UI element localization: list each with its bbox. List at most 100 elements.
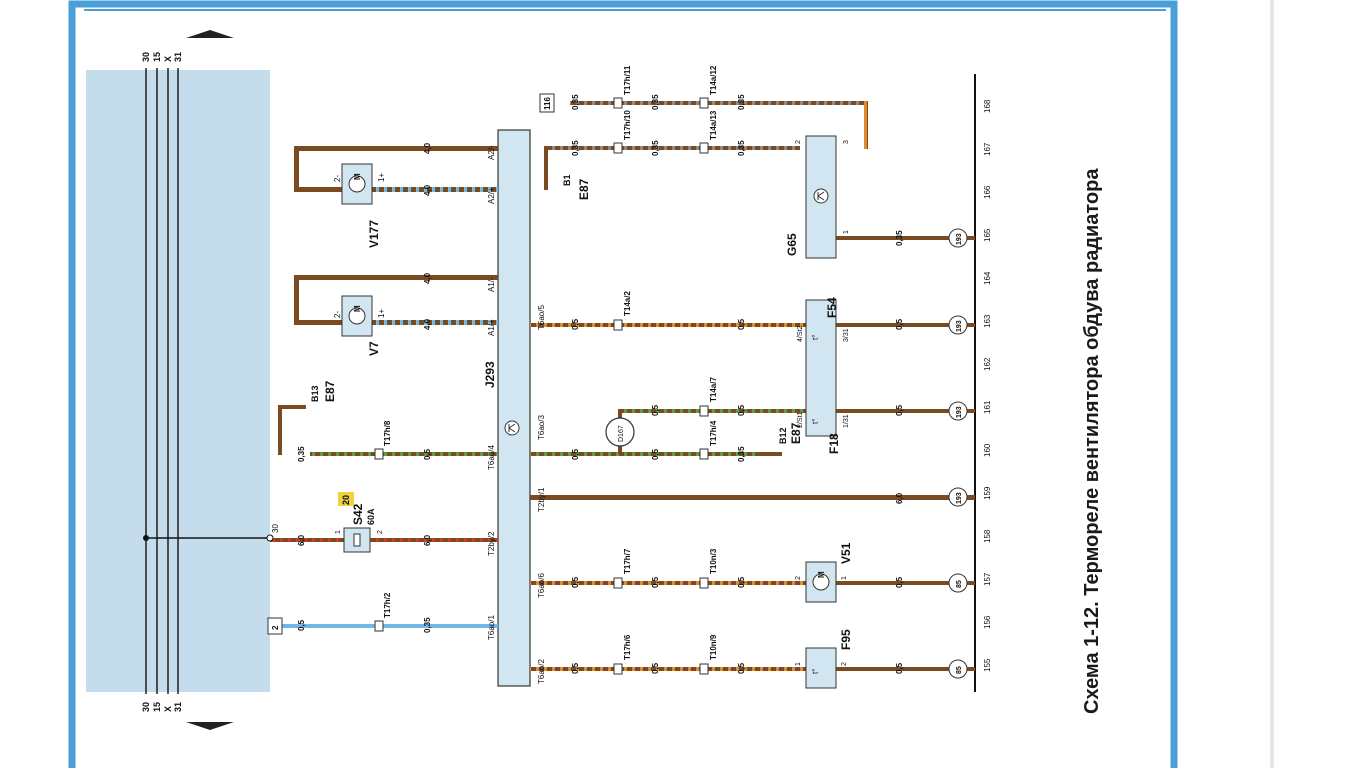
switch-f95-glyph: t° bbox=[811, 669, 820, 674]
wire-size-157-d: 0,5 bbox=[895, 576, 904, 588]
conn-t17h8-label: T17h/8 bbox=[383, 420, 392, 446]
j293-label: J293 bbox=[483, 361, 497, 388]
j293-pin-t2by2: T2by/2 bbox=[487, 531, 496, 556]
conn-t14a12 bbox=[699, 97, 709, 109]
ref-circle-193-a bbox=[948, 487, 968, 507]
ref-circle-193-d-label: 193 bbox=[956, 233, 963, 245]
j293-module bbox=[497, 129, 531, 687]
thermo-switch-f18-f54 bbox=[805, 299, 837, 437]
motor-v177-icon bbox=[348, 175, 366, 193]
connector-d167-label: D167 bbox=[618, 425, 625, 442]
wire-size-164: 4,0 bbox=[423, 272, 432, 284]
fuse-badge bbox=[338, 492, 354, 506]
wire-size-165-b: 0,35 bbox=[895, 230, 904, 246]
wire-size-161-a: 0,5 bbox=[651, 404, 660, 416]
bus-label-bottom-15: 15 bbox=[152, 702, 162, 712]
ref-circle-193-c-label: 193 bbox=[956, 320, 963, 332]
wire-size-158-b: 6,0 bbox=[423, 534, 432, 546]
ref-box-116 bbox=[539, 93, 555, 113]
ref-circle-193-b bbox=[948, 401, 968, 421]
j293-pin-t6ao5: T6ao/5 bbox=[537, 305, 546, 330]
wire-size-157-b: 0,5 bbox=[651, 576, 660, 588]
wire-b13-link bbox=[278, 405, 282, 455]
conn-t17h6-label: T17h/6 bbox=[623, 634, 632, 660]
diagram-caption: Схема 1-12. Термореле вентилятора обдува… bbox=[1081, 168, 1103, 714]
wire-v7-pos bbox=[372, 320, 498, 325]
bus-label-top-31: 31 bbox=[173, 52, 183, 62]
j293-pin-a2-pos: A2/+ bbox=[487, 187, 496, 204]
bus-30-tap-node bbox=[266, 534, 274, 542]
wire-163-out bbox=[530, 323, 810, 327]
wire-size-155-d: 0,5 bbox=[895, 662, 904, 674]
motor-v177-glyph: M bbox=[353, 173, 362, 180]
wire-158-feed bbox=[270, 538, 498, 542]
thermo-switch-f18-pin-b: 1/31 bbox=[843, 414, 850, 428]
ground-point-157: 157 bbox=[983, 572, 992, 586]
sensor-g65-label: G65 bbox=[785, 233, 799, 256]
bus-label-bottom-30: 30 bbox=[141, 702, 151, 712]
conn-t17h11 bbox=[613, 97, 623, 109]
motor-v51-pin-b: 1 bbox=[841, 576, 848, 580]
wire-163-gnd bbox=[836, 323, 975, 327]
wire-b12-link bbox=[760, 452, 782, 456]
ref-circle-193-d bbox=[948, 228, 968, 248]
wire-size-157-a: 0,5 bbox=[571, 576, 580, 588]
conn-t17h6 bbox=[613, 663, 623, 675]
motor-v7-label: V7 bbox=[367, 341, 381, 356]
fuse-name: S42 bbox=[351, 503, 365, 525]
wire-size-168-c: 0,35 bbox=[737, 94, 746, 110]
motor-v51-icon bbox=[812, 573, 830, 591]
conn-t14a13-label: T14a/13 bbox=[709, 110, 718, 140]
ground-point-164: 164 bbox=[983, 271, 992, 285]
switch-f95-pin-a: 1 bbox=[795, 662, 802, 666]
motor-v51-pin-a: 2 bbox=[795, 576, 802, 580]
wire-v177-loop-v bbox=[294, 146, 299, 192]
conn-t17h7-label: T17h/7 bbox=[623, 548, 632, 574]
j293-pin-t6ao2: T6ao/2 bbox=[537, 659, 546, 684]
e87-b12-point: B12 bbox=[778, 427, 788, 444]
wire-v177-pos bbox=[372, 187, 498, 192]
sensor-g65-icon-glyph bbox=[817, 191, 825, 201]
thermo-switch-f18-glyph: t° bbox=[811, 419, 820, 424]
wire-156-in bbox=[275, 624, 498, 628]
conn-t14a12-label: T14a/12 bbox=[709, 65, 718, 95]
ground-point-158: 158 bbox=[983, 529, 992, 543]
conn-t17h11-label: T17h/11 bbox=[623, 65, 632, 95]
bus-label-bottom-31: 31 bbox=[173, 702, 183, 712]
wire-size-168-a: 0,35 bbox=[571, 94, 580, 110]
wire-size-160-b: 0,5 bbox=[423, 448, 432, 460]
conn-t17h2 bbox=[374, 620, 384, 632]
motor-v7-pin-neg: 2- bbox=[333, 311, 342, 318]
wire-168-drop bbox=[864, 101, 868, 149]
wire-size-160-a: 0,35 bbox=[297, 446, 306, 462]
switch-f95-pin-b: 2 bbox=[841, 662, 848, 666]
wire-size-168-b: 0,35 bbox=[651, 94, 660, 110]
j293-electronic-icon bbox=[504, 420, 520, 436]
wire-v7-loop-h2 bbox=[294, 320, 342, 325]
ground-point-166: 166 bbox=[983, 185, 992, 199]
wire-size-167-a: 0,35 bbox=[571, 140, 580, 156]
e87-b1-unit: E87 bbox=[577, 178, 591, 200]
sensor-g65-pin-1: 1 bbox=[843, 230, 850, 234]
ground-point-161: 161 bbox=[983, 400, 992, 414]
ref-circle-85-b-label: 85 bbox=[956, 580, 963, 588]
motor-v51-glyph: M bbox=[817, 571, 826, 578]
ground-point-165: 165 bbox=[983, 228, 992, 242]
wire-161-gnd bbox=[836, 409, 975, 413]
conn-t17h10-label: T17h/10 bbox=[623, 110, 632, 140]
ref-box-2-label: 2 bbox=[271, 625, 280, 630]
motor-v177-pin-pos: 1+ bbox=[377, 173, 386, 182]
j293-pin-a1-neg: A1/- bbox=[487, 277, 496, 292]
ground-point-163: 163 bbox=[983, 314, 992, 328]
fuse-s42-element bbox=[353, 533, 361, 547]
thermo-switch-f54-glyph: t° bbox=[811, 335, 820, 340]
e87-b12-unit: E87 bbox=[789, 422, 803, 444]
conn-t14a13 bbox=[699, 142, 709, 154]
ground-point-160: 160 bbox=[983, 443, 992, 457]
ref-circle-85-a-label: 85 bbox=[956, 666, 963, 674]
wire-size-163-a: 4,0 bbox=[423, 318, 432, 330]
wire-size-156-a: 0,5 bbox=[297, 619, 306, 631]
ref-box-2 bbox=[267, 617, 283, 635]
conn-t17h2-label: T17h/2 bbox=[383, 592, 392, 618]
